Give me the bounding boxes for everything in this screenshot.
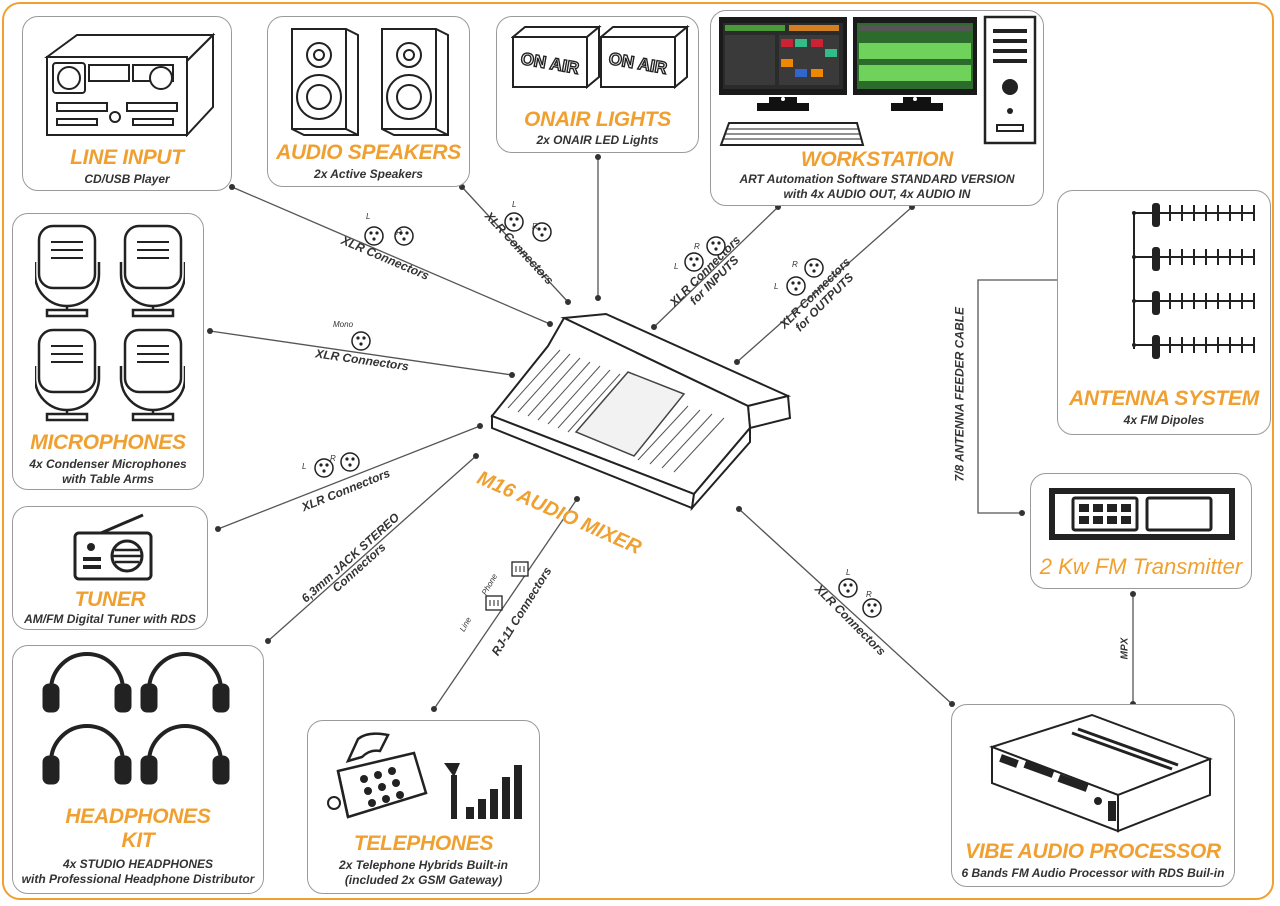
workstation-subtitle-line1: ART Automation Software STANDARD VERSION xyxy=(739,172,1015,186)
telephones-title: TELEPHONES xyxy=(353,832,494,855)
telephones-subtitle-line1: 2x Telephone Hybrids Built-in xyxy=(339,858,508,872)
wire-microphones xyxy=(209,330,513,376)
label-l-workstation-in: L xyxy=(674,262,679,271)
line-input-title: LINE INPUT xyxy=(70,146,184,169)
microphones-box: MICROPHONES 4x Condenser Microphones wit… xyxy=(12,213,204,490)
label-l-line-input: L xyxy=(366,212,371,221)
audio-speakers-title: AUDIO SPEAKERS xyxy=(276,141,461,164)
conn-label-feeder: 7/8 ANTENNA FEEDER CABLE xyxy=(952,307,967,482)
headphones-title-line2: KIT xyxy=(121,829,155,852)
antenna-system-subtitle: 4x FM Dipoles xyxy=(1123,413,1205,427)
label-l-processor: L xyxy=(846,568,851,577)
audio-processor-title: VIBE AUDIO PROCESSOR xyxy=(965,840,1221,863)
headphones-subtitle-line1: 4x STUDIO HEADPHONES xyxy=(62,857,214,871)
gsm-signal-icon xyxy=(444,763,522,819)
tuner-subtitle: AM/FM Digital Tuner with RDS xyxy=(24,612,196,626)
label-l-workstation-out: L xyxy=(774,282,779,291)
headphones-subtitle-line2: with Professional Headphone Distributor xyxy=(21,872,255,886)
xlr-connectors-speakers xyxy=(504,212,552,242)
xlr-connectors-tuner xyxy=(314,452,360,478)
antenna-system-box: ANTENNA SYSTEM 4x FM Dipoles xyxy=(1057,190,1271,435)
onair-signs-icon: ON AIR ON AIR xyxy=(511,25,690,90)
wire-telephones xyxy=(433,498,578,710)
xlr-connectors-processor xyxy=(838,578,882,618)
wire-line-input xyxy=(231,186,551,325)
audio-speakers-subtitle: 2x Active Speakers xyxy=(314,167,423,181)
microphones-subtitle-line2: with Table Arms xyxy=(62,472,154,486)
label-l-speakers: L xyxy=(512,200,517,209)
audio-processor-box: VIBE AUDIO PROCESSOR 6 Bands FM Audio Pr… xyxy=(951,704,1235,887)
wire-processor xyxy=(738,508,953,705)
headphones-box: HEADPHONES KIT 4x STUDIO HEADPHONES with… xyxy=(12,645,264,894)
mixer-icon xyxy=(490,312,792,512)
label-l-tuner: L xyxy=(302,462,307,471)
telephone-icon xyxy=(327,732,428,819)
tuner-box: TUNER AM/FM Digital Tuner with RDS xyxy=(12,506,208,630)
radio-icon xyxy=(73,513,153,581)
wire-speakers xyxy=(461,186,569,303)
xlr-connectors-workstation-out xyxy=(786,258,824,296)
rj11-connectors xyxy=(485,561,529,611)
onair-lights-box: ON AIR ON AIR ONAIR LIGHTS 2x ONAIR LED … xyxy=(496,16,699,153)
headphones-title-line1: HEADPHONES xyxy=(65,805,211,828)
label-r-line-input: R xyxy=(396,228,402,237)
label-r-speakers: R xyxy=(532,222,538,231)
tuner-title: TUNER xyxy=(74,588,146,611)
antenna-dipoles-icon xyxy=(1132,203,1255,359)
onair-lights-title: ONAIR LIGHTS xyxy=(524,108,671,131)
onair-lights-subtitle: 2x ONAIR LED Lights xyxy=(536,133,659,147)
label-r-workstation-in: R xyxy=(694,242,700,251)
label-r-workstation-out: R xyxy=(792,260,798,269)
wire-tuner xyxy=(217,425,481,530)
microphones-subtitle-line1: 4x Condenser Microphones xyxy=(29,457,187,471)
workstation-title: WORKSTATION xyxy=(800,148,954,171)
label-r-processor: R xyxy=(866,590,872,599)
xlr-connectors-workstation-in xyxy=(684,236,726,272)
wire-headphones xyxy=(267,455,477,642)
workstation-subtitle-line2: with 4x AUDIO OUT, 4x AUDIO IN xyxy=(783,187,971,201)
fm-transmitter-title: 2 Kw FM Transmitter xyxy=(1039,554,1243,579)
wire-workstation-out xyxy=(736,206,913,363)
headphones-icon xyxy=(42,652,230,785)
telephones-subtitle-line2: (included 2x GSM Gateway) xyxy=(344,873,503,887)
fm-transmitter-box: 2 Kw FM Transmitter xyxy=(1030,473,1252,589)
transmitter-icon xyxy=(1049,488,1235,540)
audio-processor-icon xyxy=(988,713,1213,833)
workstation-icon xyxy=(719,15,1037,146)
audio-speakers-box: AUDIO SPEAKERS 2x Active Speakers xyxy=(267,16,470,187)
workstation-box: WORKSTATION ART Automation Software STAN… xyxy=(710,10,1044,206)
conn-label-mpx: MPX xyxy=(1119,637,1131,660)
label-r-tuner: R xyxy=(330,454,336,463)
wire-workstation-in xyxy=(653,206,779,328)
speakers-icon xyxy=(291,28,449,136)
antenna-system-title: ANTENNA SYSTEM xyxy=(1069,387,1259,410)
audio-processor-subtitle: 6 Bands FM Audio Processor with RDS Buil… xyxy=(961,866,1225,880)
cd-player-icon xyxy=(44,32,216,137)
telephones-box: TELEPHONES 2x Telephone Hybrids Built-in… xyxy=(307,720,540,894)
xlr-connector-mono xyxy=(351,331,371,351)
xlr-connectors-line-input xyxy=(364,226,414,246)
label-mono: Mono xyxy=(333,320,354,329)
line-input-subtitle: CD/USB Player xyxy=(84,172,170,186)
line-input-box: LINE INPUT CD/USB Player xyxy=(22,16,232,191)
microphones-icon xyxy=(35,224,185,422)
microphones-title: MICROPHONES xyxy=(30,431,186,454)
